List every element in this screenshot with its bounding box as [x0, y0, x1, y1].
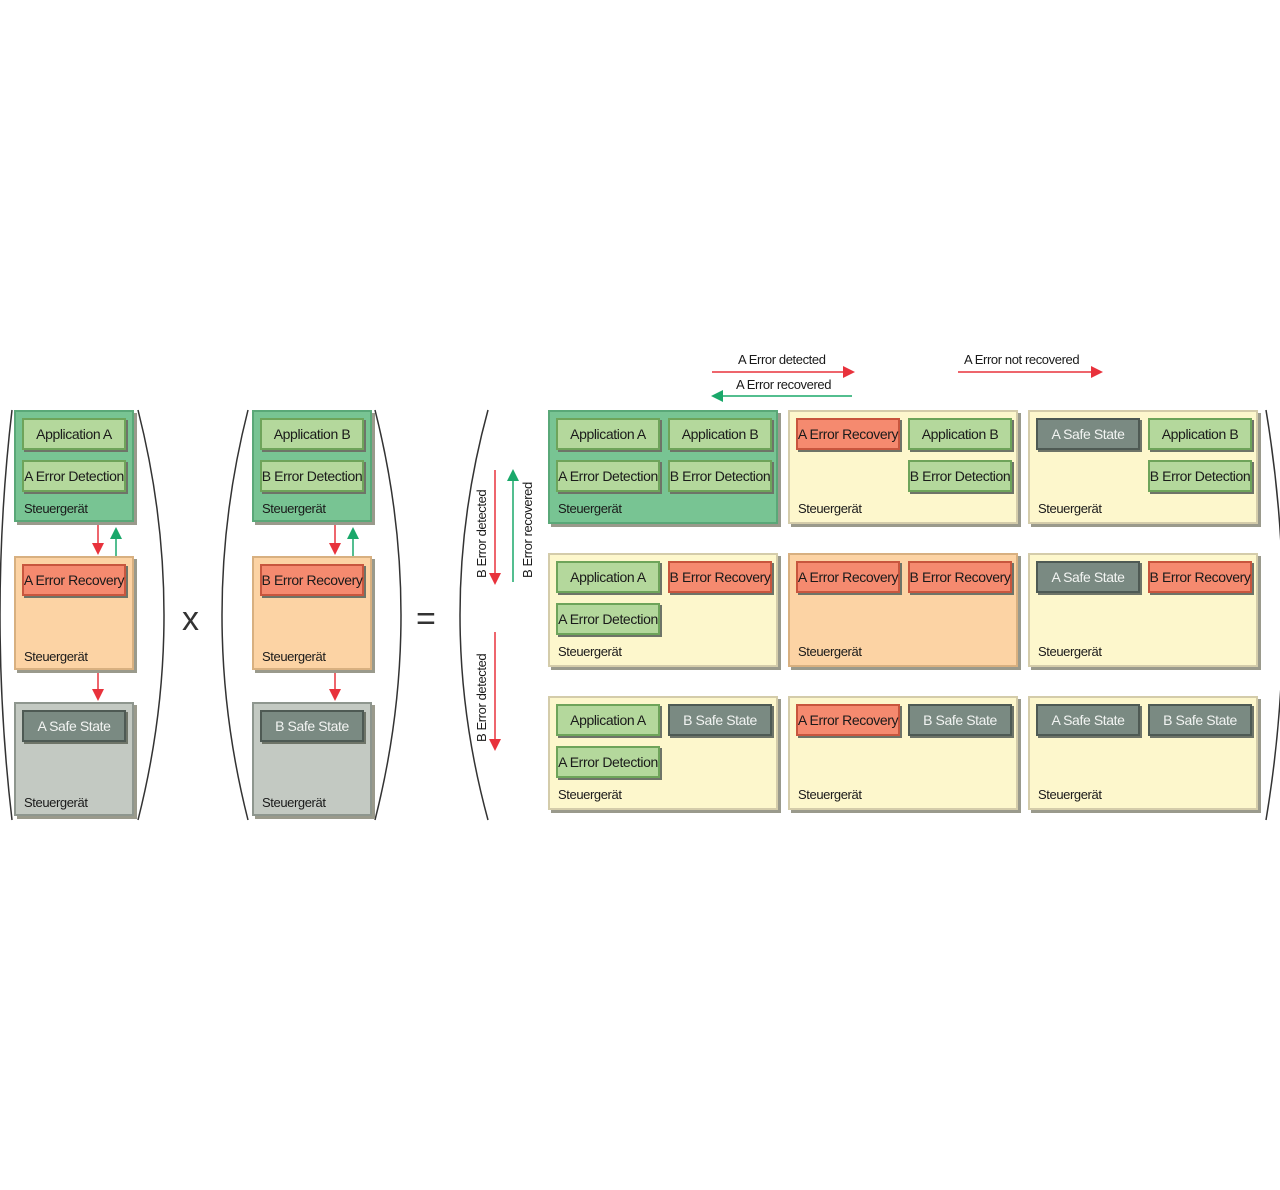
ecu-label: Steuergerät — [558, 644, 622, 659]
b-error-recovery-box: B Error Recovery — [260, 564, 364, 596]
ecu-label: Steuergerät — [24, 795, 88, 810]
b-safe-state-box: B Safe State — [1148, 704, 1252, 736]
matrix-a-ecu-recovery: A Error Recovery Steuergerät — [14, 556, 134, 670]
times-operator: x — [182, 600, 199, 638]
ecu-label: Steuergerät — [262, 649, 326, 664]
a-safe-state-box: A Safe State — [1036, 561, 1140, 593]
matrix-a-left-bracket — [0, 409, 13, 821]
a-safe-state-box: A Safe State — [22, 710, 126, 742]
b-error-detection-box: B Error Detection — [668, 460, 772, 492]
application-a-box: Application A — [556, 561, 660, 593]
b-error-detection-box: B Error Detection — [908, 460, 1012, 492]
b-safe-state-box: B Safe State — [908, 704, 1012, 736]
b-error-detected-label: B Error detected — [474, 489, 489, 578]
equals-operator: = — [416, 600, 436, 638]
ecu-label: Steuergerät — [262, 501, 326, 516]
ecu-label: Steuergerät — [798, 501, 862, 516]
matrix-a-right-bracket — [137, 409, 165, 821]
a-error-recovery-box: A Error Recovery — [22, 564, 126, 596]
matrix-b-ecu-recovery: B Error Recovery Steuergerät — [252, 556, 372, 670]
b-error-recovered-label: B Error recovered — [520, 482, 535, 578]
matrix-b-ecu-normal: Application B B Error Detection Steuerge… — [252, 410, 372, 522]
ecu-label: Steuergerät — [1038, 644, 1102, 659]
matrix-a-ecu-safe: A Safe State Steuergerät — [14, 702, 134, 816]
a-error-detected-label: A Error detected — [738, 352, 826, 367]
a-error-detection-box: A Error Detection — [556, 460, 660, 492]
ecu-label: Steuergerät — [798, 644, 862, 659]
ecu-label: Steuergerät — [1038, 501, 1102, 516]
b-error-recovery-box: B Error Recovery — [908, 561, 1012, 593]
application-a-box: Application A — [556, 418, 660, 450]
a-error-detection-box: A Error Detection — [556, 603, 660, 635]
b-error-recovery-box: B Error Recovery — [668, 561, 772, 593]
ecu-label: Steuergerät — [24, 501, 88, 516]
a-safe-state-box: A Safe State — [1036, 418, 1140, 450]
a-error-not-recovered-label: A Error not recovered — [964, 352, 1080, 367]
b-safe-state-box: B Safe State — [260, 710, 364, 742]
application-a-box: Application A — [556, 704, 660, 736]
result-right-bracket — [1265, 409, 1280, 821]
matrix-b-left-bracket — [221, 409, 249, 821]
matrix-b-right-bracket — [374, 409, 402, 821]
ecu-label: Steuergerät — [798, 787, 862, 802]
ecu-label: Steuergerät — [558, 787, 622, 802]
ecu-label: Steuergerät — [558, 501, 622, 516]
application-b-box: Application B — [260, 418, 364, 450]
result-left-bracket — [459, 409, 489, 821]
a-error-recovery-box: A Error Recovery — [796, 561, 900, 593]
b-error-detected-2-label: B Error detected — [474, 653, 489, 742]
ecu-label: Steuergerät — [1038, 787, 1102, 802]
ecu-label: Steuergerät — [24, 649, 88, 664]
a-error-detection-box: A Error Detection — [22, 460, 126, 492]
application-b-box: Application B — [908, 418, 1012, 450]
b-error-recovery-box: B Error Recovery — [1148, 561, 1252, 593]
matrix-a-ecu-normal: Application A A Error Detection Steuerge… — [14, 410, 134, 522]
application-b-box: Application B — [1148, 418, 1252, 450]
a-error-recovered-label: A Error recovered — [736, 377, 832, 392]
b-safe-state-box: B Safe State — [668, 704, 772, 736]
a-error-recovery-box: A Error Recovery — [796, 704, 900, 736]
b-error-detection-box: B Error Detection — [260, 460, 364, 492]
b-error-detection-box: B Error Detection — [1148, 460, 1252, 492]
a-error-detection-box: A Error Detection — [556, 746, 660, 778]
ecu-label: Steuergerät — [262, 795, 326, 810]
application-a-box: Application A — [22, 418, 126, 450]
a-safe-state-box: A Safe State — [1036, 704, 1140, 736]
matrix-b-ecu-safe: B Safe State Steuergerät — [252, 702, 372, 816]
application-b-box: Application B — [668, 418, 772, 450]
a-error-recovery-box: A Error Recovery — [796, 418, 900, 450]
